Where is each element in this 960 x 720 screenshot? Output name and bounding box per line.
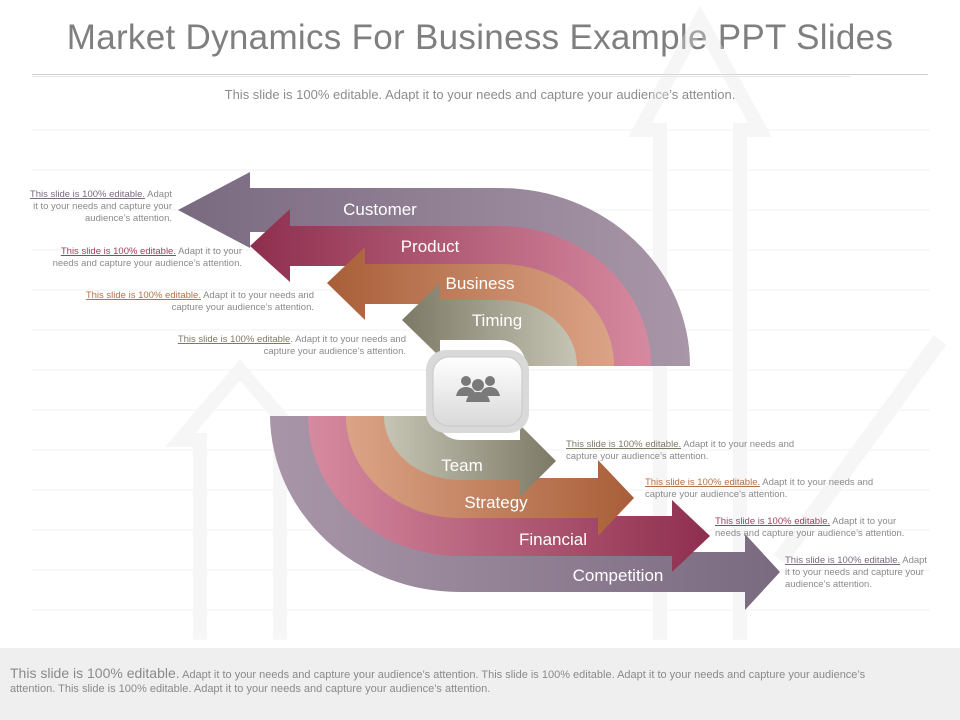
arrow-financial: Financial (308, 416, 710, 572)
note-strategy-text: Adapt it to your needs and (760, 477, 874, 488)
arrow-label-timing: Timing (472, 311, 522, 330)
note-product-text-2: needs and capture your audience’s attent… (52, 258, 242, 269)
footer-body: Adapt it to your needs and capture your … (10, 669, 866, 695)
footer-band: This slide is 100% editable. Adapt it to… (0, 648, 960, 720)
arrow-label-competition: Competition (573, 566, 664, 585)
note-competition: This slide is 100% editable. Adapt it to… (785, 555, 955, 591)
note-customer-text-3: audience’s attention. (85, 213, 172, 224)
note-customer-text: Adapt (145, 189, 172, 200)
note-team-link[interactable]: This slide is 100% editable. (566, 439, 682, 450)
center-badge (426, 350, 529, 433)
arrow-label-customer: Customer (343, 200, 417, 219)
arrow-business: Business (327, 247, 614, 366)
arrow-label-product: Product (401, 237, 460, 256)
note-financial-text-2: needs and capture your audience’s attent… (715, 528, 905, 539)
arrow-label-financial: Financial (519, 530, 587, 549)
title-divider (32, 74, 928, 75)
note-business-link[interactable]: This slide is 100% editable. (85, 290, 201, 301)
footer-text: This slide is 100% editable. Adapt it to… (10, 666, 910, 696)
slide-subtitle: This slide is 100% editable. Adapt it to… (224, 87, 736, 102)
note-strategy-link[interactable]: This slide is 100% editable. (645, 477, 761, 488)
note-financial-link[interactable]: This slide is 100% editable. (715, 516, 831, 527)
note-strategy-text-2: capture your audience’s attention. (645, 489, 788, 500)
note-product: This slide is 100% editable. Adapt it to… (10, 246, 242, 270)
note-financial: This slide is 100% editable. Adapt it to… (715, 516, 947, 540)
note-financial-text: Adapt it to your (830, 516, 897, 527)
note-team-text: Adapt it to your needs and (681, 439, 795, 450)
arrow-customer: Customer (178, 172, 690, 366)
note-business-text-2: capture your audience’s attention. (171, 302, 314, 313)
note-competition-text-3: audience’s attention. (785, 579, 872, 590)
arrow-product: Product (250, 209, 651, 366)
note-customer-text-2: it to your needs and capture your (33, 201, 172, 212)
arrow-label-strategy: Strategy (464, 493, 528, 512)
note-timing-text: . Adapt it to your needs and (290, 334, 406, 345)
note-product-text: Adapt it to your (175, 246, 242, 257)
arrow-team: Team (384, 416, 556, 497)
arrow-competition: Competition (270, 416, 780, 610)
note-timing-link[interactable]: This slide is 100% editable (177, 334, 291, 345)
note-strategy: This slide is 100% editable. Adapt it to… (645, 477, 915, 501)
arrow-label-business: Business (446, 274, 515, 293)
arrow-timing: Timing (402, 283, 577, 366)
note-customer-link[interactable]: This slide is 100% editable. (29, 189, 146, 200)
note-timing-text-2: capture your audience’s attention. (263, 346, 406, 357)
title-divider-secondary (32, 76, 850, 77)
note-timing: This slide is 100% editable. Adapt it to… (130, 334, 406, 358)
note-competition-text: Adapt (900, 555, 928, 566)
note-competition-text-2: it to your needs and capture your (785, 567, 924, 578)
note-product-link[interactable]: This slide is 100% editable. (60, 246, 176, 257)
note-customer: This slide is 100% editable. Adapt it to… (4, 189, 172, 225)
footer-lead: This slide is 100% editable. (10, 665, 180, 681)
arrow-label-team: Team (441, 456, 483, 475)
note-competition-link[interactable]: This slide is 100% editable. (785, 555, 901, 566)
note-business: This slide is 100% editable. Adapt it to… (40, 290, 314, 314)
arrow-strategy: Strategy (346, 416, 634, 536)
note-team: This slide is 100% editable. Adapt it to… (566, 439, 836, 463)
note-team-text-2: capture your audience’s attention. (566, 451, 709, 462)
slide-title: Market Dynamics For Business Example PPT… (66, 18, 894, 57)
note-business-text: Adapt it to your needs and (200, 290, 314, 301)
team-people-icon (456, 376, 500, 402)
